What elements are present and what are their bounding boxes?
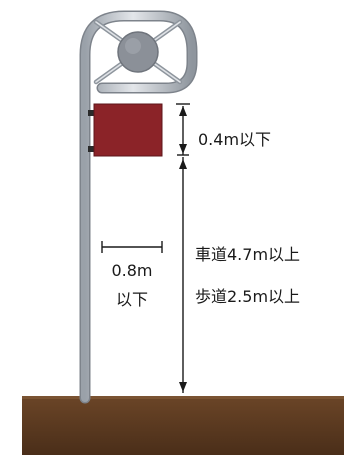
panel-height-label: 0.4m以下: [198, 130, 272, 149]
panel-width-condition-label: 以下: [115, 290, 148, 309]
panel-width-value-label: 0.8m: [111, 261, 153, 280]
sign-panel: [88, 103, 163, 157]
sidewalk-clearance-label: 歩道2.5m以上: [195, 287, 301, 306]
roadway-clearance-label: 車道4.7m以上: [195, 245, 301, 264]
ground: [22, 396, 344, 455]
panel-width-dimension: [101, 241, 163, 253]
clearance-dimension: [177, 154, 189, 393]
sign-pole: [79, 10, 198, 404]
panel-height-dimension: [176, 103, 190, 155]
lamp-disk: [117, 31, 159, 73]
